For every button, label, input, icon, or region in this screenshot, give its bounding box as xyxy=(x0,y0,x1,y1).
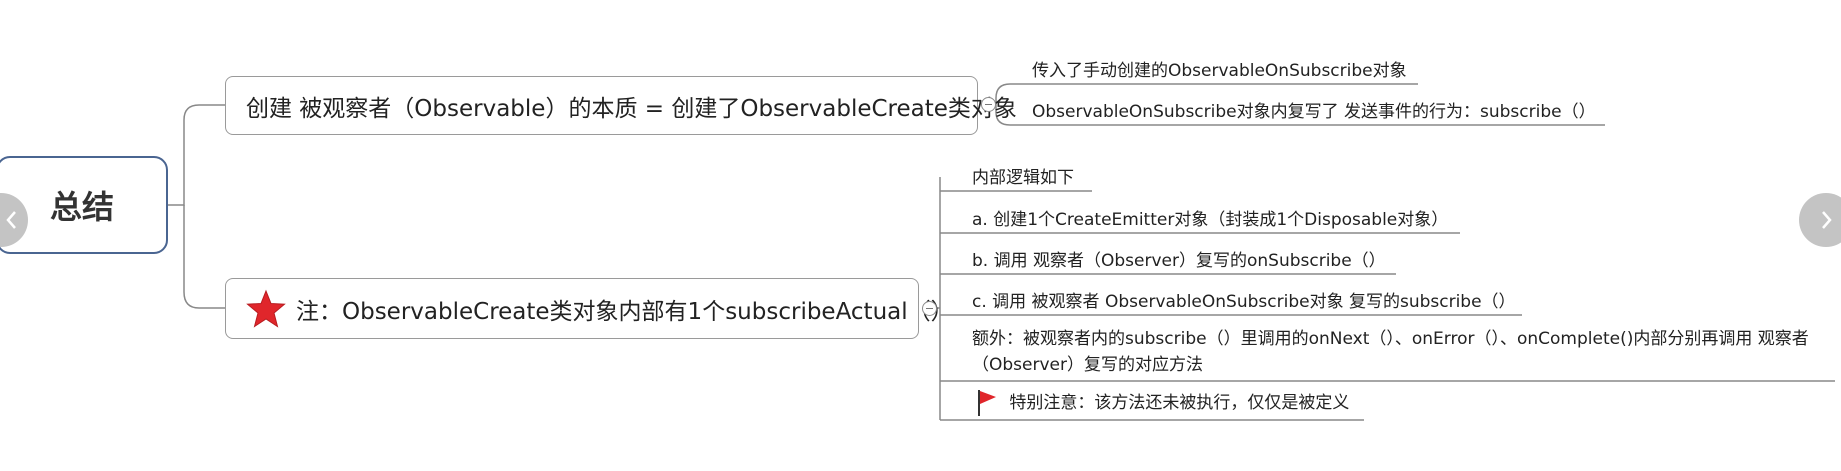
branch-2-label: 注：ObservableCreate类对象内部有1个subscribeActua… xyxy=(296,298,954,325)
red-flag-icon xyxy=(978,390,996,416)
chevron-left-icon xyxy=(6,211,16,229)
chevron-right-icon xyxy=(1822,211,1832,229)
collapse-toggle-branch-1[interactable] xyxy=(981,97,996,112)
leaf-label: c. 调用 被观察者 ObservableOnSubscribe对象 复写的su… xyxy=(972,292,1516,312)
branch-1-label: 创建 被观察者（Observable）的本质 = 创建了ObservableCr… xyxy=(246,95,1017,122)
root-node[interactable]: 总结 xyxy=(0,156,168,254)
collapse-toggle-branch-2[interactable] xyxy=(922,301,937,316)
leaf-call-on-subscribe[interactable]: b. 调用 观察者（Observer）复写的onSubscribe（） xyxy=(972,246,1386,271)
star-icon xyxy=(246,289,286,328)
leaf-label: 内部逻辑如下 xyxy=(972,168,1074,188)
root-label: 总结 xyxy=(49,188,114,226)
leaf-observable-on-subscribe-passed[interactable]: 传入了手动创建的ObservableOnSubscribe对象 xyxy=(1032,56,1407,81)
leaf-label: b. 调用 观察者（Observer）复写的onSubscribe（） xyxy=(972,251,1386,271)
leaf-create-emitter[interactable]: a. 创建1个CreateEmitter对象（封装成1个Disposable对象… xyxy=(972,205,1448,230)
next-button[interactable] xyxy=(1799,193,1841,247)
leaf-label: ObservableOnSubscribe对象内复写了 发送事件的行为：subs… xyxy=(1032,102,1596,122)
branch-node-subscribe-actual[interactable]: 注：ObservableCreate类对象内部有1个subscribeActua… xyxy=(225,278,954,339)
branch-1-leaf-1-line xyxy=(995,83,1418,105)
branch-node-observable-essence[interactable]: 创建 被观察者（Observable）的本质 = 创建了ObservableCr… xyxy=(225,76,1017,135)
branch-1-leaf-2-line xyxy=(995,105,1605,126)
leaf-extra-note[interactable]: 额外：被观察者内的subscribe（）里调用的onNext（）、onError… xyxy=(972,326,1822,378)
leaf-label: 额外：被观察者内的subscribe（）里调用的onNext（）、onError… xyxy=(972,329,1809,375)
leaf-special-note[interactable]: 特别注意：该方法还未被执行，仅仅是被定义 xyxy=(976,388,1349,417)
leaf-internal-logic[interactable]: 内部逻辑如下 xyxy=(972,163,1074,188)
root-to-branch-2-line xyxy=(183,205,225,309)
leaf-label: 特别注意：该方法还未被执行，仅仅是被定义 xyxy=(1009,393,1350,413)
leaf-call-subscribe[interactable]: c. 调用 被观察者 ObservableOnSubscribe对象 复写的su… xyxy=(972,287,1516,312)
leaf-subscribe-override[interactable]: ObservableOnSubscribe对象内复写了 发送事件的行为：subs… xyxy=(1032,97,1596,122)
leaf-label: a. 创建1个CreateEmitter对象（封装成1个Disposable对象… xyxy=(972,210,1449,230)
root-to-branch-1-line xyxy=(168,104,225,206)
leaf-label: 传入了手动创建的ObservableOnSubscribe对象 xyxy=(1032,61,1407,81)
